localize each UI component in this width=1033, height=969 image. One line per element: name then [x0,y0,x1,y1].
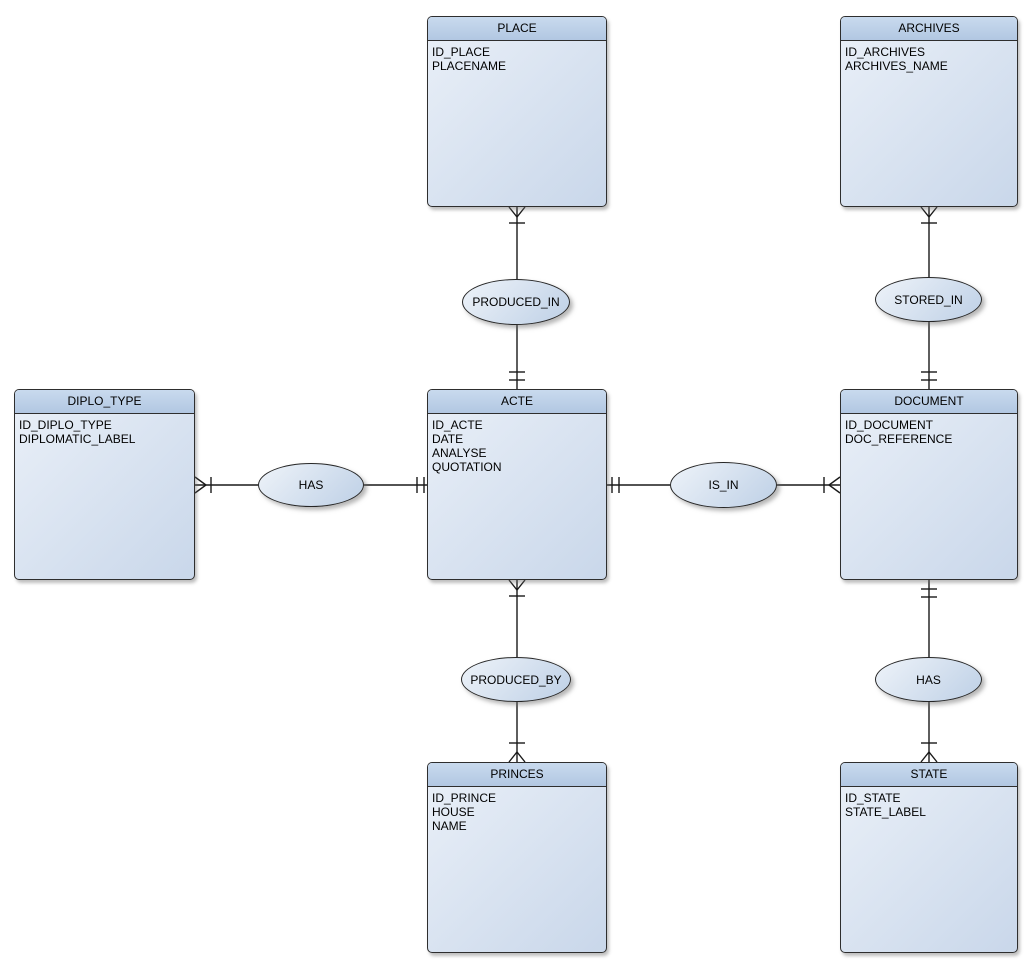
connector-acte-produced-by [508,579,526,657]
attribute: DOC_REFERENCE [845,432,953,446]
attribute: ID_PLACE [432,45,491,59]
entity-state[interactable]: STATE ID_STATE STATE_LABEL [840,762,1018,953]
connector-has-acte [364,477,428,493]
relationship-label: HAS [298,478,324,492]
relationship-label: PRODUCED_IN [472,295,560,309]
attribute: ID_DOCUMENT [845,418,934,432]
crow-foot-many-marker [194,476,208,494]
attribute: ID_DIPLO_TYPE [19,418,112,432]
crow-foot-many-marker [827,476,841,494]
connector-produced-in-acte [509,325,525,389]
entity-document[interactable]: DOCUMENT ID_DOCUMENT DOC_REFERENCE [840,389,1018,580]
attribute: PLACENAME [432,59,507,73]
crow-foot-many-marker [508,206,526,219]
relationship-label: STORED_IN [894,292,963,307]
relationship-produced-by[interactable]: PRODUCED_BY [461,657,571,702]
connector-acte-is-in [607,477,670,493]
relationship-has-diplo-type-acte[interactable]: HAS [258,463,364,507]
entity-acte[interactable]: ACTE ID_ACTE DATE ANALYSE QUOTATION [427,389,607,580]
attribute: ID_STATE [845,791,901,805]
attribute: ARCHIVES_NAME [845,59,948,73]
connector-is-in-document [777,476,841,494]
connector-produced-by-princes [508,702,526,763]
connector-diplo-type-has [194,476,258,494]
connector-document-has [921,580,937,657]
relationship-is-in[interactable]: IS_IN [670,462,777,508]
relationship-label: PRODUCED_BY [470,672,562,687]
entity-place-title: PLACE [428,17,606,41]
entity-place-attributes: ID_PLACE PLACENAME [428,41,606,73]
entity-archives[interactable]: ARCHIVES ID_ARCHIVES ARCHIVES_NAME [840,16,1018,207]
entity-state-title: STATE [841,763,1017,787]
relationship-label: IS_IN [708,478,739,492]
crow-foot-many-marker [508,750,526,763]
entity-diplo-type[interactable]: DIPLO_TYPE ID_DIPLO_TYPE DIPLOMATIC_LABE… [14,389,195,580]
connector-has-state [920,702,938,763]
attribute: DATE [432,432,464,446]
connector-place-produced-in [508,206,526,279]
attribute: ID_ACTE [432,418,483,432]
entity-princes-attributes: ID_PRINCE HOUSE NAME [428,787,606,833]
entity-princes[interactable]: PRINCES ID_PRINCE HOUSE NAME [427,762,607,953]
entity-document-title: DOCUMENT [841,390,1017,414]
attribute: NAME [432,819,467,833]
crow-foot-many-marker [920,750,938,763]
entity-state-attributes: ID_STATE STATE_LABEL [841,787,1017,819]
entity-place[interactable]: PLACE ID_PLACE PLACENAME [427,16,607,207]
attribute: STATE_LABEL [845,805,926,819]
relationship-produced-in[interactable]: PRODUCED_IN [462,279,570,325]
connector-archives-stored-in [920,206,938,277]
relationship-stored-in[interactable]: STORED_IN [875,277,982,322]
attribute: ANALYSE [432,446,487,460]
entity-archives-title: ARCHIVES [841,17,1017,41]
entity-document-attributes: ID_DOCUMENT DOC_REFERENCE [841,414,1017,446]
entity-acte-attributes: ID_ACTE DATE ANALYSE QUOTATION [428,414,606,474]
entity-archives-attributes: ID_ARCHIVES ARCHIVES_NAME [841,41,1017,73]
attribute: HOUSE [432,805,475,819]
attribute: ID_ARCHIVES [845,45,926,59]
entity-diplo-type-title: DIPLO_TYPE [15,390,194,414]
entity-diplo-type-attributes: ID_DIPLO_TYPE DIPLOMATIC_LABEL [15,414,194,446]
entity-princes-title: PRINCES [428,763,606,787]
crow-foot-many-marker [508,579,526,592]
attribute: DIPLOMATIC_LABEL [19,432,136,446]
crow-foot-many-marker [920,206,938,219]
entity-acte-title: ACTE [428,390,606,414]
relationship-label: HAS [916,672,941,687]
relationship-has-document-state[interactable]: HAS [875,657,982,702]
attribute: QUOTATION [432,460,502,474]
connector-stored-in-document [921,322,937,389]
attribute: ID_PRINCE [432,791,497,805]
